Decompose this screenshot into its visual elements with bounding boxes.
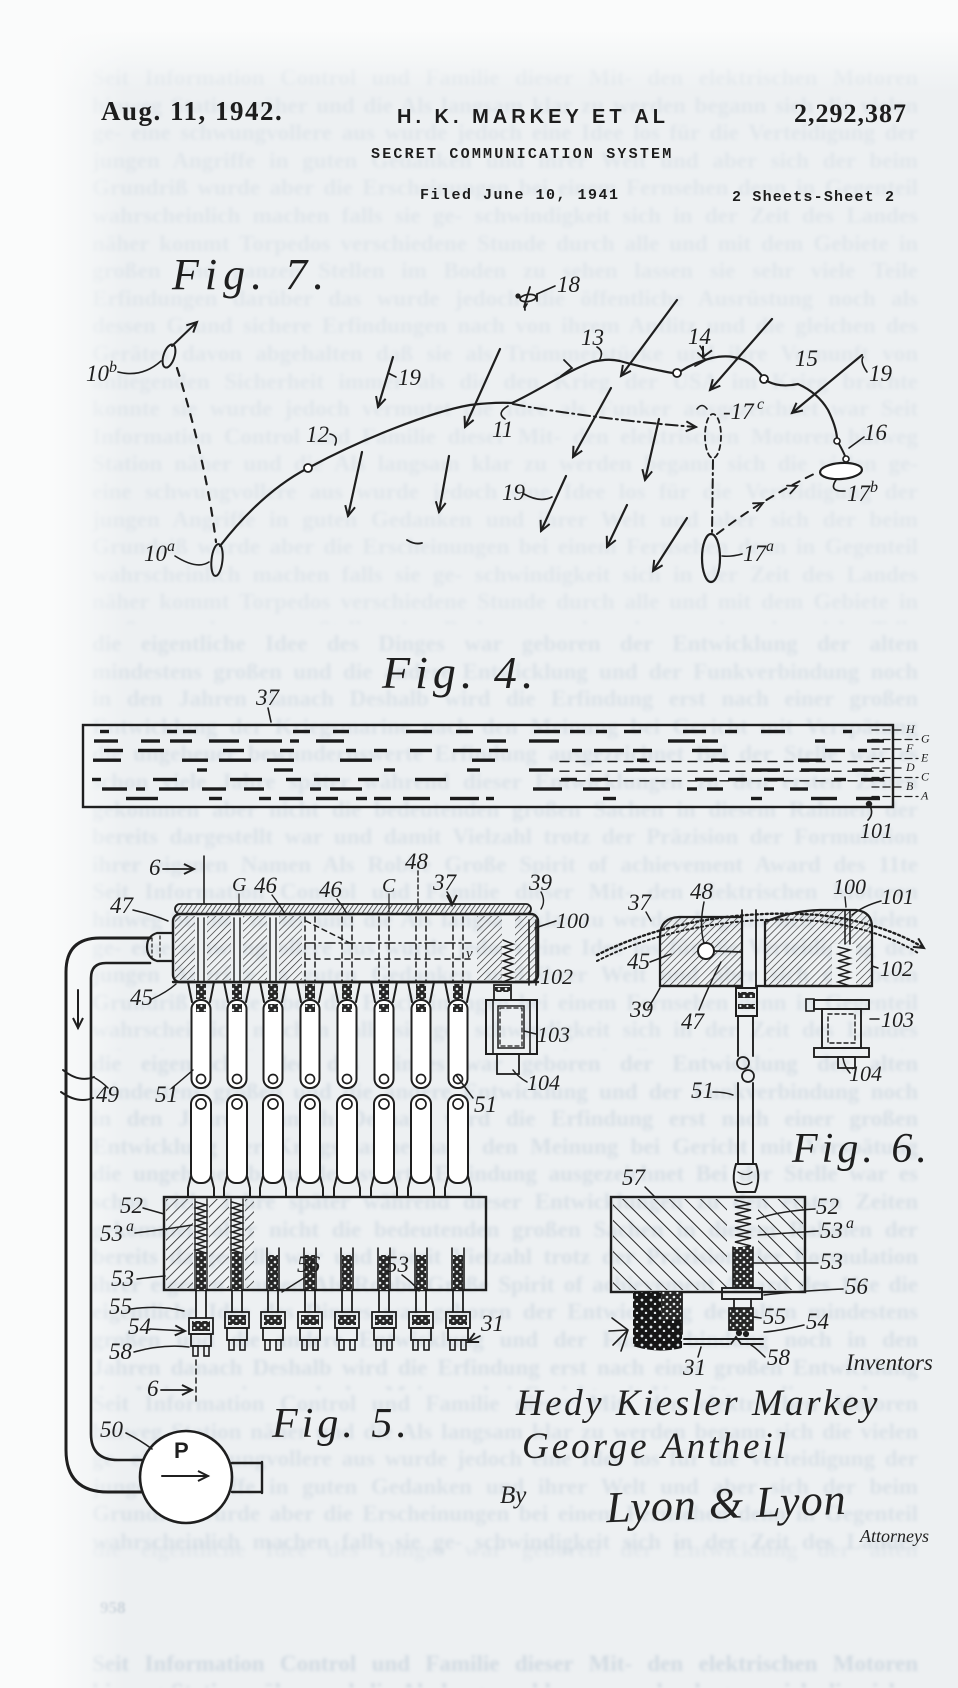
svg-text:18: 18	[557, 272, 581, 297]
svg-text:49: 49	[96, 1082, 120, 1107]
svg-text:52: 52	[816, 1194, 839, 1219]
svg-text:b: b	[870, 479, 878, 496]
svg-text:P: P	[174, 1438, 189, 1463]
svg-text:50: 50	[100, 1417, 124, 1442]
svg-text:58: 58	[767, 1345, 791, 1370]
svg-text:c: c	[757, 396, 764, 413]
svg-text:53: 53	[111, 1266, 134, 1291]
svg-text:37: 37	[432, 870, 458, 895]
svg-text:14: 14	[688, 324, 711, 349]
svg-text:103: 103	[537, 1022, 570, 1047]
svg-text:H: H	[905, 722, 916, 736]
svg-text:A: A	[920, 789, 929, 803]
svg-text:46: 46	[319, 877, 343, 902]
svg-text:a: a	[846, 1215, 854, 1232]
svg-text:104: 104	[849, 1061, 882, 1086]
svg-text:19: 19	[869, 361, 893, 386]
svg-text:31: 31	[682, 1355, 706, 1380]
svg-text:51: 51	[474, 1092, 497, 1117]
svg-text:54: 54	[128, 1314, 151, 1339]
svg-text:6: 6	[149, 855, 161, 880]
svg-text:54: 54	[806, 1309, 829, 1334]
svg-text:100: 100	[556, 908, 589, 933]
svg-text:G: G	[921, 732, 930, 746]
svg-text:53: 53	[386, 1252, 409, 1277]
svg-text:12: 12	[306, 422, 329, 447]
svg-text:101: 101	[881, 884, 914, 909]
svg-text:Fig. 6.: Fig. 6.	[791, 1126, 931, 1172]
svg-text:48: 48	[405, 849, 429, 874]
svg-text:10: 10	[144, 541, 168, 566]
svg-text:a: a	[766, 538, 774, 555]
svg-text:55: 55	[763, 1304, 786, 1329]
svg-text:a: a	[126, 1218, 134, 1235]
svg-text:15: 15	[795, 346, 818, 371]
svg-text:F: F	[905, 741, 914, 755]
svg-text:102: 102	[540, 964, 573, 989]
svg-text:Fig. 7.: Fig. 7.	[171, 250, 330, 299]
svg-text:104: 104	[527, 1070, 560, 1095]
svg-text:G: G	[232, 874, 247, 896]
svg-text:56: 56	[845, 1274, 869, 1299]
svg-text:102: 102	[880, 956, 913, 981]
svg-text:52: 52	[120, 1193, 143, 1218]
svg-text:51: 51	[691, 1078, 714, 1103]
svg-text:v: v	[466, 946, 473, 962]
svg-text:D: D	[905, 760, 915, 774]
svg-text:19: 19	[398, 365, 422, 390]
svg-text:48: 48	[690, 879, 714, 904]
svg-text:b: b	[109, 359, 117, 376]
svg-text:-17: -17	[723, 399, 755, 424]
svg-text:19: 19	[502, 480, 526, 505]
svg-text:39: 39	[629, 997, 654, 1022]
svg-text:53: 53	[820, 1249, 843, 1274]
svg-text:56: 56	[297, 1252, 321, 1277]
svg-text:Fig. 4.: Fig. 4.	[381, 647, 538, 698]
svg-text:16: 16	[864, 420, 888, 445]
svg-text:31: 31	[480, 1311, 504, 1336]
svg-text:45: 45	[130, 985, 153, 1010]
svg-text:C: C	[921, 770, 930, 784]
svg-text:Fig. 5.: Fig. 5.	[271, 1401, 411, 1447]
svg-text:47: 47	[110, 893, 135, 918]
svg-text:39: 39	[528, 870, 553, 895]
svg-text:6: 6	[147, 1376, 159, 1401]
svg-text:37: 37	[255, 685, 281, 710]
svg-text:55: 55	[109, 1294, 132, 1319]
svg-text:57: 57	[622, 1165, 647, 1190]
svg-text:45: 45	[627, 949, 650, 974]
svg-text:17: 17	[743, 541, 768, 566]
svg-text:53: 53	[100, 1221, 123, 1246]
svg-text:101: 101	[860, 818, 893, 843]
svg-text:E: E	[920, 751, 929, 765]
svg-text:58: 58	[109, 1339, 133, 1364]
svg-text:17: 17	[847, 481, 872, 506]
svg-text:47: 47	[681, 1009, 706, 1034]
svg-text:10: 10	[86, 361, 110, 386]
svg-text:13: 13	[581, 325, 604, 350]
svg-text:C: C	[382, 875, 396, 897]
svg-text:46: 46	[254, 873, 278, 898]
svg-text:37: 37	[627, 890, 653, 915]
svg-text:103: 103	[881, 1007, 914, 1032]
svg-text:100: 100	[833, 874, 866, 899]
svg-text:11: 11	[492, 417, 513, 442]
svg-text:B: B	[906, 779, 914, 793]
svg-text:53: 53	[820, 1218, 843, 1243]
svg-text:a: a	[167, 538, 175, 555]
